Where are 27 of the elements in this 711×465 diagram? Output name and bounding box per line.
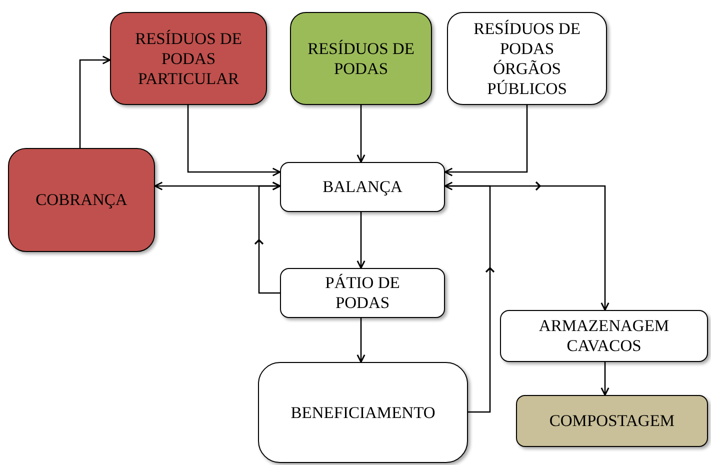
box-label: RESÍDUOS DE PODAS ÓRGÃOS PÚBLICOS [472, 18, 582, 98]
connector-arrow [356, 318, 366, 363]
process-box [110, 12, 267, 105]
connector-arrow [444, 105, 528, 176]
connector-arrow [444, 182, 495, 413]
box-label: COBRANÇA [36, 190, 128, 210]
process-box [290, 12, 432, 105]
process-box [500, 310, 708, 362]
connector-arrow [187, 105, 281, 176]
box-label: COMPOSTAGEM [549, 411, 675, 431]
process-box [8, 148, 155, 252]
connector-arrow [254, 182, 281, 294]
process-box [516, 395, 708, 447]
process-box [280, 162, 445, 212]
box-label: RESÍDUOS DE PODAS [306, 38, 416, 78]
box-label: ARMAZENAGEM CAVACOS [538, 316, 670, 356]
connector-arrow [356, 212, 366, 269]
connector-arrow [356, 105, 366, 163]
connector-arrow [79, 56, 111, 148]
box-label: BALANÇA [322, 177, 402, 197]
box-label: BENEFICIAMENTO [290, 402, 436, 422]
process-box [258, 362, 468, 463]
box-label: PÁTIO DE PODAS [324, 273, 401, 313]
connector-arrow [600, 362, 610, 396]
process-box [447, 12, 607, 105]
process-box [280, 268, 445, 318]
box-label: RESÍDUOS DE PODAS PARTICULAR [134, 28, 243, 88]
